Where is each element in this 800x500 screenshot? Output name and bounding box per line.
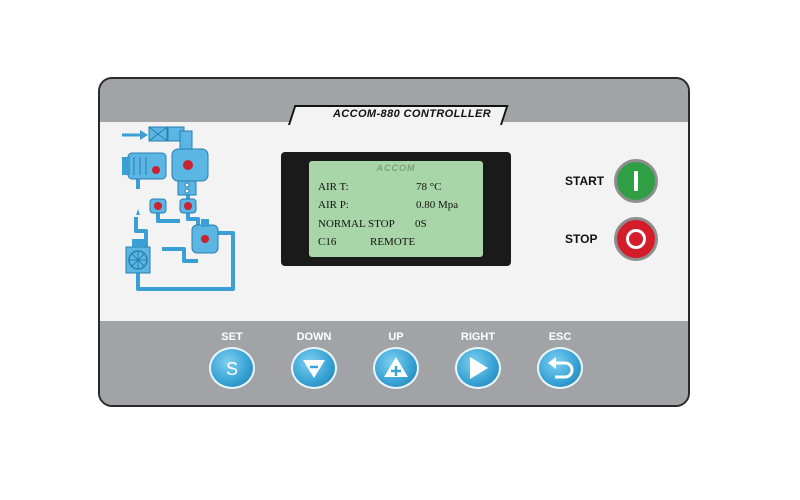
down-button[interactable]	[291, 347, 337, 389]
stop-button[interactable]	[614, 217, 658, 261]
lcd-row-status: NORMAL STOP 0S	[318, 218, 478, 232]
down-key-label: DOWN	[296, 331, 332, 343]
power-off-icon	[626, 229, 646, 249]
up-key-label: UP	[388, 331, 404, 343]
svg-text:S: S	[226, 359, 238, 379]
start-label: START	[565, 174, 605, 188]
lcd-screen: ACCOM AIR T: 78 °C AIR P: 0.80 Mpa NORMA…	[309, 161, 483, 257]
panel-title: ACCOM-880 CONTROLLLER	[332, 108, 492, 120]
controller-panel: ACCOM-880 CONTROLLLER	[98, 77, 690, 407]
compressor-schematic-icon	[122, 126, 235, 291]
s-letter-icon: S	[226, 359, 238, 379]
set-key-label: SET	[221, 331, 243, 343]
air-pressure-label: AIR P:	[318, 199, 349, 211]
code-label: C16	[318, 236, 337, 248]
status-label: NORMAL STOP	[318, 218, 395, 230]
down-triangle-icon	[303, 360, 325, 378]
display-bezel: ACCOM AIR T: 78 °C AIR P: 0.80 Mpa NORMA…	[281, 152, 511, 266]
esc-key-label: ESC	[548, 331, 572, 343]
mode-value: REMOTE	[370, 236, 416, 248]
up-button[interactable]	[373, 347, 419, 389]
status-timer: 0S	[415, 218, 427, 230]
right-key-label: RIGHT	[460, 331, 496, 343]
inlet-arrow-icon	[122, 130, 148, 140]
lcd-row-air-temp: AIR T: 78 °C	[318, 181, 478, 195]
right-triangle-icon	[470, 357, 488, 379]
esc-button[interactable]	[537, 347, 583, 389]
stop-label: STOP	[565, 232, 598, 246]
power-on-icon	[634, 171, 638, 191]
start-button[interactable]	[614, 159, 658, 203]
right-button[interactable]	[455, 347, 501, 389]
up-triangle-plus-icon	[384, 357, 408, 377]
air-pressure-value: 0.80 Mpa	[416, 199, 459, 211]
return-arrow-icon	[548, 357, 574, 379]
lcd-row-mode: C16 REMOTE	[318, 236, 478, 250]
lcd-brand-logo: ACCOM	[376, 163, 416, 173]
air-temp-label: AIR T:	[318, 181, 349, 193]
air-temp-value: 78 °C	[416, 181, 442, 193]
set-button[interactable]: S	[209, 347, 255, 389]
lcd-row-air-pressure: AIR P: 0.80 Mpa	[318, 199, 478, 213]
